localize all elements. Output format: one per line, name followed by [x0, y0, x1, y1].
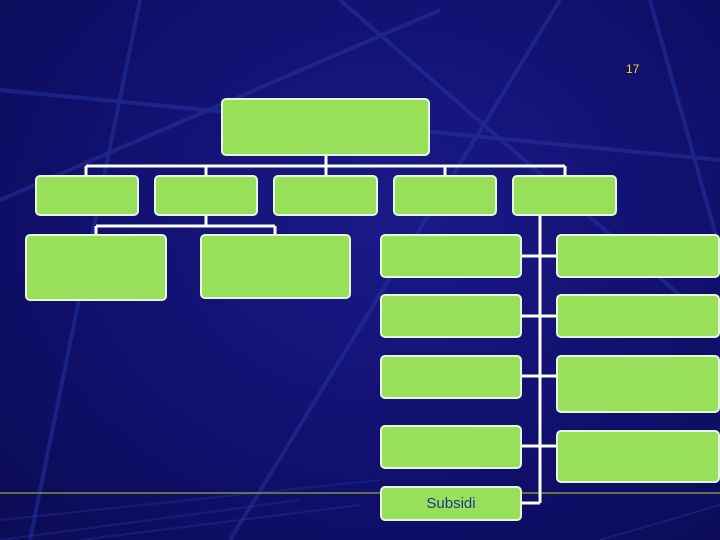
org-box-column-a-1	[380, 234, 522, 278]
org-box-level1-5	[512, 175, 617, 216]
connector-box2-to-level2	[94, 214, 277, 236]
page-number: 17	[626, 62, 640, 76]
org-box-level1-2	[154, 175, 258, 216]
org-box-level1-1	[35, 175, 139, 216]
org-box-root	[221, 98, 430, 156]
connector-root-to-level1	[84, 153, 567, 177]
org-box-level1-4	[393, 175, 497, 216]
org-box-column-a-4	[380, 425, 522, 469]
org-box-column-b-3	[556, 355, 720, 413]
org-box-level2-2	[200, 234, 351, 299]
org-box-column-b-1	[556, 234, 720, 278]
org-box-column-a-2	[380, 294, 522, 338]
org-box-level2-1	[25, 234, 167, 301]
org-box-column-b-2	[556, 294, 720, 338]
org-box-column-b-4	[556, 430, 720, 483]
org-box-subsidi: Subsidi	[380, 486, 522, 521]
org-box-column-a-3	[380, 355, 522, 399]
org-box-level1-3	[273, 175, 378, 216]
connector-box5-to-columns	[520, 214, 558, 505]
